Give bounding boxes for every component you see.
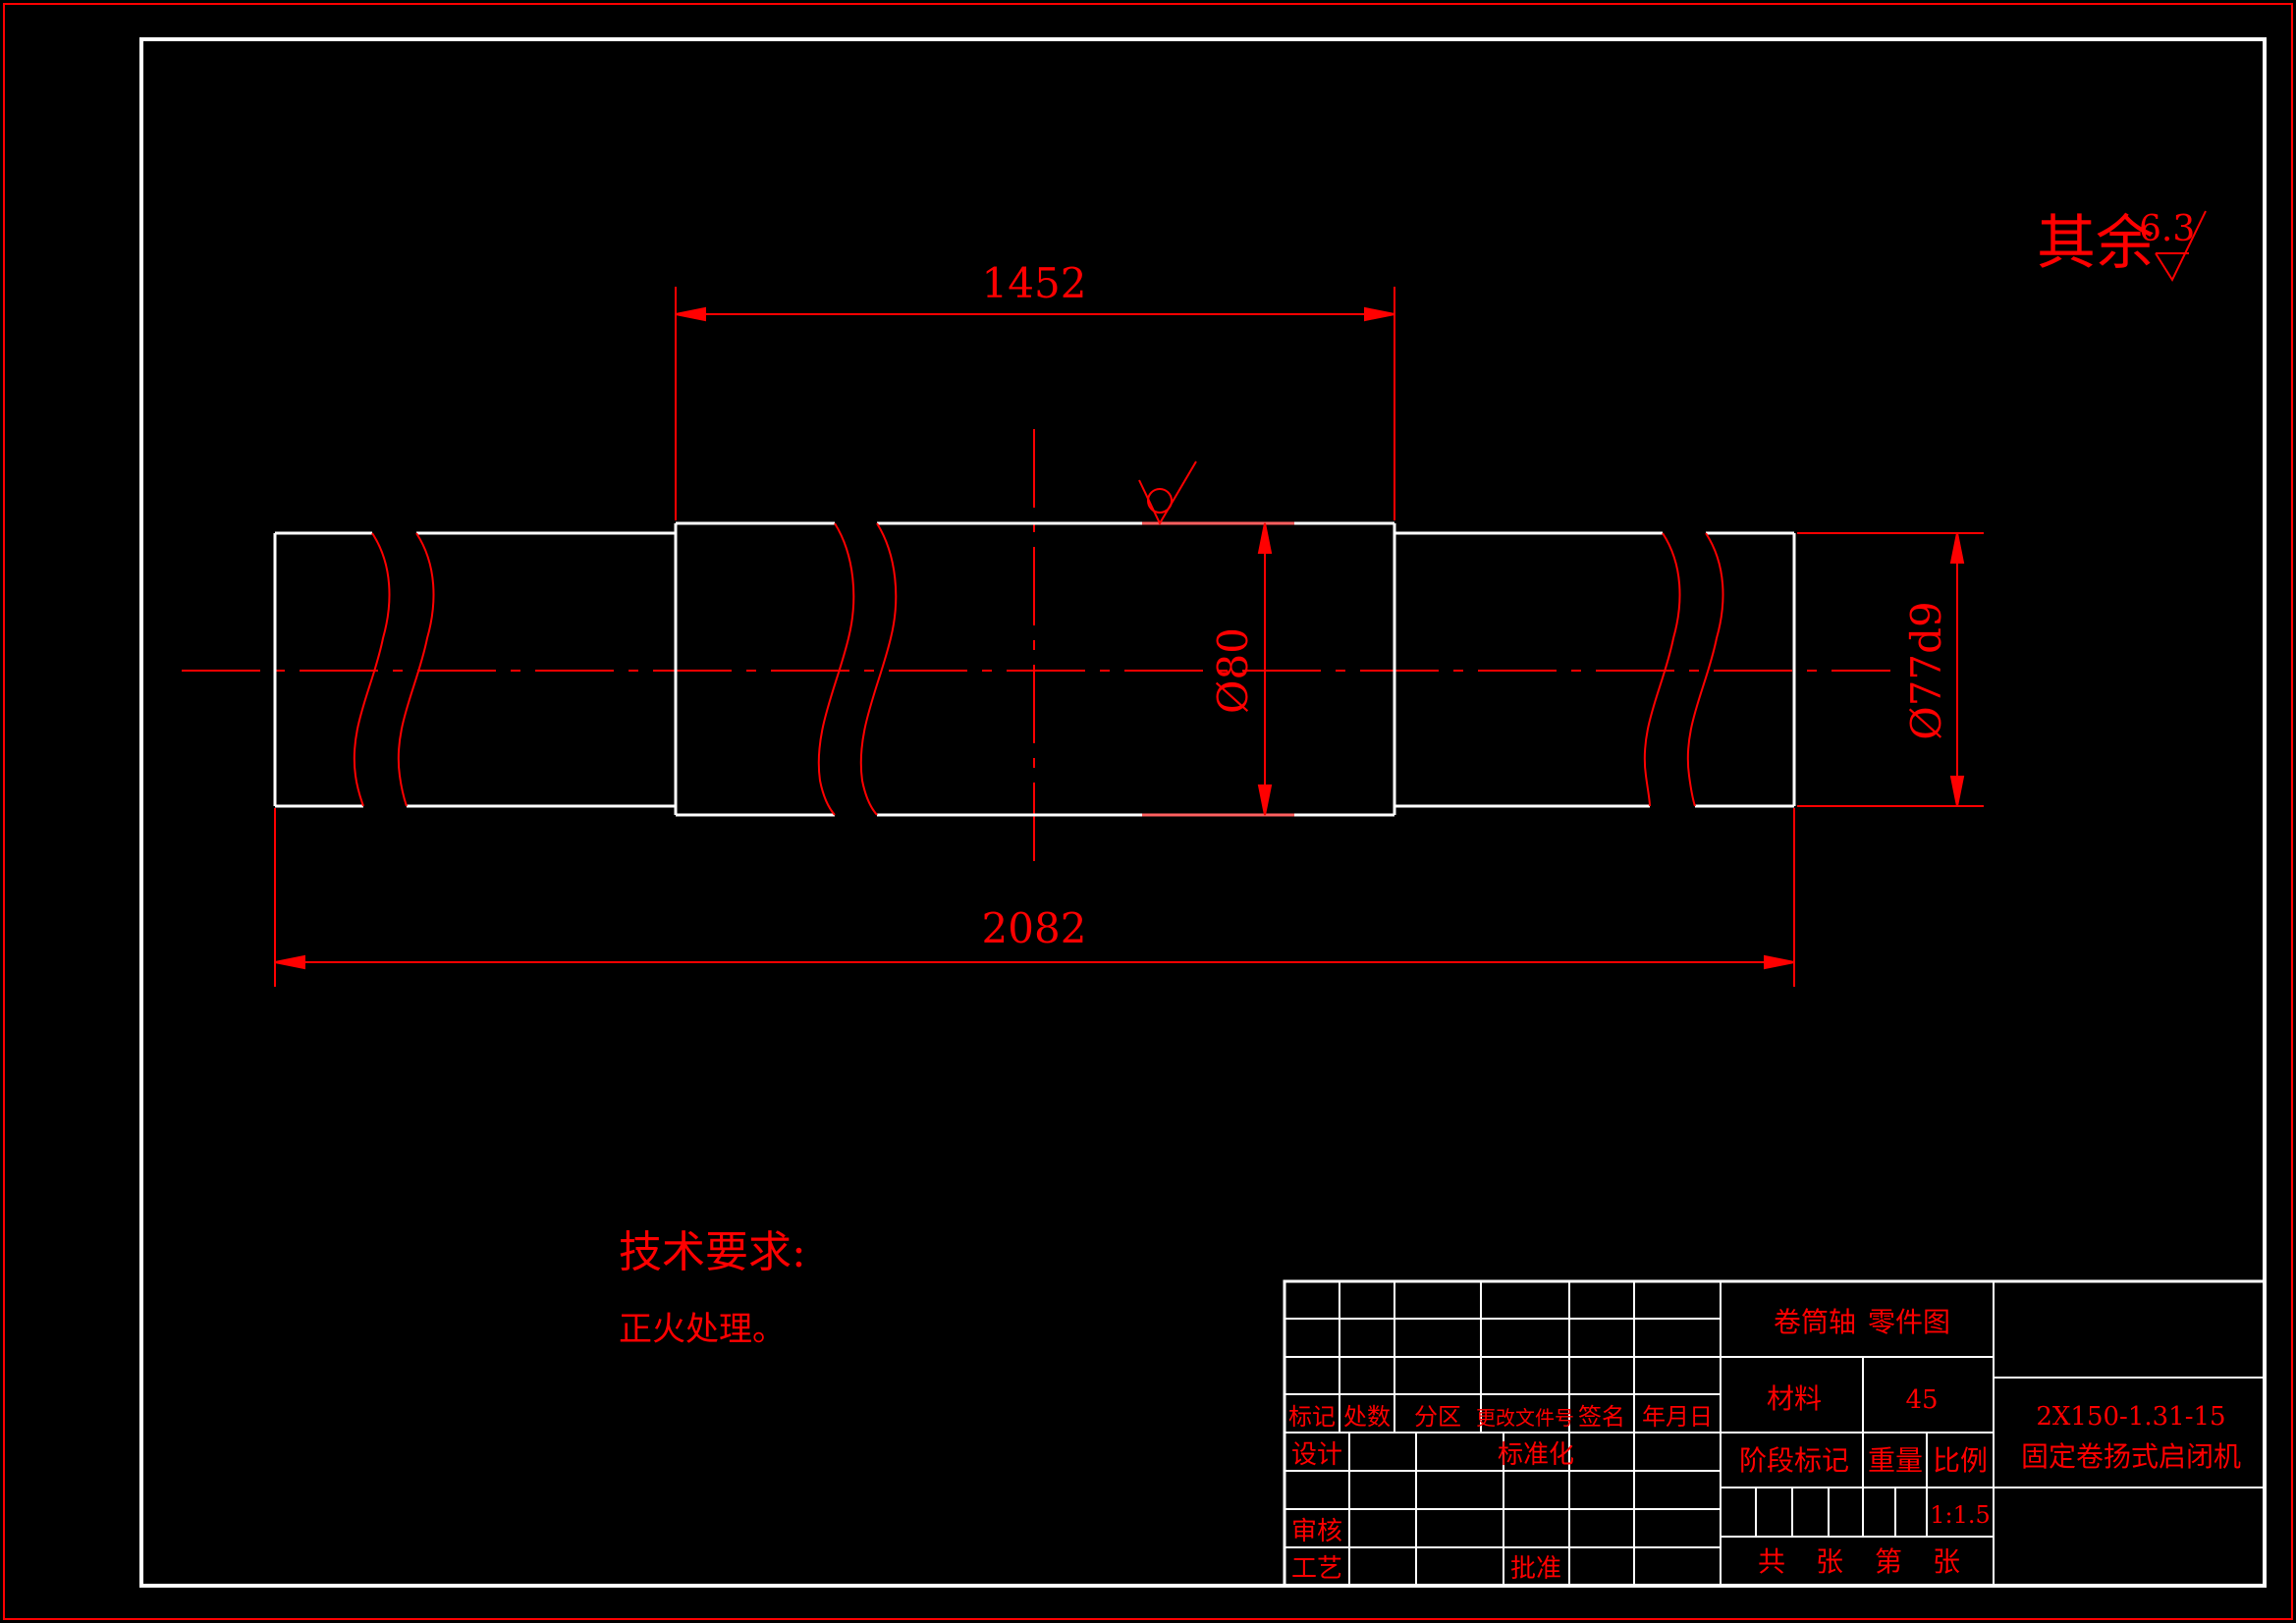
dimension-middle-diameter: Ø80: [1209, 627, 1257, 714]
rev-header-change-doc: 更改文件号: [1476, 1406, 1574, 1430]
title-block: 标记 处数 分区 更改文件号 签名 年月日 设计 标准化 审核 工艺 批准 卷筒…: [1283, 1279, 2267, 1588]
role-design: 设计: [1291, 1440, 1342, 1470]
role-approve: 批准: [1510, 1554, 1561, 1584]
dimension-dia80: [1257, 522, 1273, 816]
shaft-left-section: [273, 531, 676, 808]
rev-header-zone: 分区: [1414, 1403, 1461, 1431]
rev-header-signature: 签名: [1578, 1403, 1625, 1431]
shaft-right-section: [1394, 531, 1796, 808]
roughness-symbol: [2155, 210, 2207, 283]
rev-header-date: 年月日: [1642, 1403, 1713, 1431]
sheets-unit2-label: 张: [1933, 1545, 1960, 1578]
outer-sheet-border: [3, 3, 2293, 1620]
rev-header-mark: 标记: [1288, 1403, 1336, 1431]
inner-drawing-frame: [139, 37, 2267, 1588]
dimension-middle-length: 1452: [982, 259, 1087, 307]
dimension-dia77: [1797, 532, 1984, 807]
drawing-type: 零件图: [1868, 1306, 1950, 1338]
scale-label: 比例: [1933, 1444, 1988, 1477]
roughness-value-text: 6.3: [2139, 209, 2195, 249]
roughness-note-group: 其余 6.3: [2037, 209, 2207, 283]
machine-name: 固定卷扬式启闭机: [2021, 1440, 2241, 1473]
sheets-total-label: 共: [1758, 1545, 1785, 1578]
stage-mark-label: 阶段标记: [1739, 1444, 1849, 1477]
role-standardization: 标准化: [1498, 1440, 1574, 1470]
dimension-1452: [675, 287, 1395, 520]
scale-value: 1:1.5: [1930, 1501, 1991, 1529]
weight-label: 重量: [1868, 1444, 1923, 1477]
tech-requirements-title: 技术要求:: [619, 1227, 806, 1277]
sheet-no-label: 第: [1875, 1545, 1902, 1578]
roughness-note-text: 其余: [2037, 209, 2155, 278]
rev-header-count: 处数: [1343, 1403, 1391, 1431]
material-value: 45: [1905, 1385, 1938, 1415]
drawing-number: 2X150-1.31-15: [2036, 1402, 2225, 1432]
sheets-unit1-label: 张: [1816, 1545, 1843, 1578]
dimension-end-diameter: Ø77d9: [1902, 601, 1950, 739]
dimension-2082: [274, 808, 1795, 987]
shaft-middle-section: [674, 521, 1396, 817]
part-name: 卷筒轴: [1774, 1306, 1856, 1338]
roughness-symbol-local: [1138, 460, 1197, 526]
break-lines: [353, 522, 1724, 816]
dimension-total-length: 2082: [982, 904, 1087, 952]
role-review: 审核: [1291, 1517, 1342, 1546]
tech-requirements-line1: 正火处理。: [619, 1310, 786, 1349]
material-label: 材料: [1767, 1382, 1822, 1415]
role-process: 工艺: [1291, 1554, 1342, 1584]
